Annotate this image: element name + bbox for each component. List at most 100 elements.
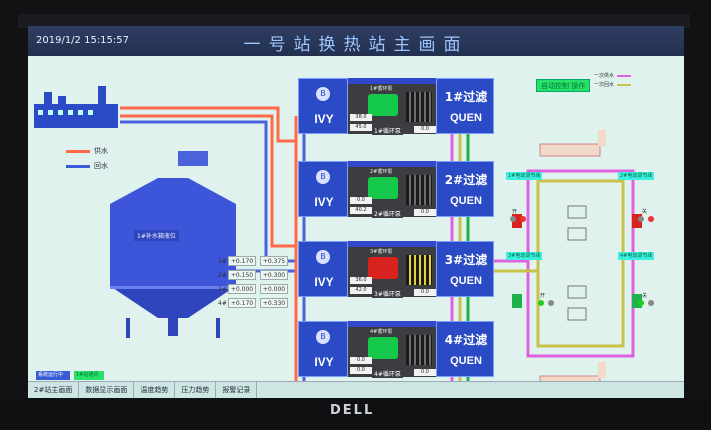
readout-label: 2# (218, 272, 227, 279)
station-value: 0.0 (350, 367, 372, 374)
heat-exchanger-icon (406, 175, 432, 205)
station-value: 38.0 (350, 114, 372, 121)
pump-tag: 2#循环泵 (370, 169, 393, 175)
station-badge-icon: B (316, 170, 330, 184)
valve-open-label: 开 (540, 293, 546, 299)
status-badge-system: 系统运行中 (36, 371, 70, 380)
monitor-bezel-bottom (0, 398, 711, 430)
station-value: 40.2 (350, 207, 372, 214)
readout-value: +0.000 (228, 284, 256, 294)
title-bar: 2019/1/2 15:15:57 一号站换热站主画面 (28, 26, 684, 56)
pump-motor-icon[interactable] (368, 257, 398, 279)
valve-close-indicator[interactable] (648, 216, 654, 222)
legend-supply: 供水 (94, 147, 108, 155)
filter-label: 4#过滤 (444, 333, 488, 347)
valve-close-label: 关 (642, 293, 648, 299)
readout-value: +0.170 (228, 256, 256, 266)
valve-open-label: 开 (512, 209, 518, 215)
station-2-ivy-panel[interactable]: B IVY (298, 161, 348, 217)
station-value: 0.0 (350, 357, 372, 364)
valve-close-indicator[interactable] (520, 216, 526, 222)
hmi-screen: 2019/1/2 15:15:57 一号站换热站主画面 (28, 26, 684, 398)
status-badge-comm: 1#站通讯 (74, 371, 104, 380)
station-1-filter-panel[interactable]: 1#过滤 QUEN (436, 78, 494, 134)
valve-open-indicator[interactable] (638, 216, 644, 222)
water-tank-icon (110, 151, 236, 338)
ivy-label: IVY (314, 355, 334, 369)
station-value: 0.0 (414, 289, 436, 296)
readout-label: 4# (218, 300, 227, 307)
valve-tag-1[interactable]: 1#电动调节阀 (506, 172, 543, 180)
valve-open-indicator[interactable] (638, 300, 644, 306)
station-value: 0.0 (350, 197, 372, 204)
station-badge-icon: B (316, 330, 330, 344)
heat-exchanger-icon (406, 255, 432, 285)
boiler-icon-top (539, 130, 606, 157)
pump-tag: 1#循环泵 (370, 86, 393, 92)
station-value: 0.0 (414, 126, 436, 133)
quen-label: QUEN (450, 195, 482, 207)
readout-value: +0.170 (228, 298, 256, 308)
filter-label: 1#过滤 (444, 90, 488, 104)
legend-primary-supply: 一次供水 (594, 73, 615, 79)
valve-tag-3[interactable]: 3#电动调节阀 (506, 252, 543, 260)
ivy-label: IVY (314, 195, 334, 209)
valve-close-indicator[interactable] (548, 300, 554, 306)
bottom-nav: 2#站主画面 数据显示画面 温度趋势 压力趋势 报警记录 (28, 381, 684, 398)
station-badge-icon: B (316, 250, 330, 264)
readout-value: +0.150 (228, 270, 256, 280)
pump-tag: 4#循环泵 (370, 329, 393, 335)
valve-open-indicator[interactable] (510, 216, 516, 222)
tank-label[interactable]: 1#补水箱液位 (134, 230, 179, 241)
nav-station-2[interactable]: 2#站主画面 (28, 381, 80, 398)
quen-label: QUEN (450, 112, 482, 124)
pump-tag: 3#循环泵 (370, 249, 393, 255)
legend-primary-return: 一次回水 (594, 82, 615, 88)
valve-tag-4[interactable]: 4#电动调节阀 (618, 252, 655, 260)
valve-close-label: 关 (642, 209, 648, 215)
brand-logo: DELL (330, 403, 375, 418)
valve-tag-2[interactable]: 2#电动调节阀 (618, 172, 655, 180)
pump-motor-icon[interactable] (368, 337, 398, 359)
station-value: 42.0 (350, 287, 372, 294)
pump-motor-icon[interactable] (368, 177, 398, 199)
nav-pressure-trend[interactable]: 压力趋势 (175, 381, 217, 398)
valve-icon-1 (512, 214, 522, 228)
station-badge-icon: B (316, 87, 330, 101)
quen-label: QUEN (450, 275, 482, 287)
station-value: 45.0 (350, 124, 372, 131)
pump-label: 2#循环泵 (372, 209, 403, 218)
auto-control-button[interactable]: 自动控制 操作 (536, 79, 591, 92)
readout-label: 3# (218, 286, 227, 293)
station-4-filter-panel[interactable]: 4#过滤 QUEN (436, 321, 494, 377)
nav-data-display[interactable]: 数据显示画面 (79, 381, 135, 398)
pump-motor-icon[interactable] (368, 94, 398, 116)
readout-value: +0.330 (260, 298, 288, 308)
valve-open-indicator[interactable] (538, 300, 544, 306)
loop-legend: 一次供水 一次回水 (594, 72, 632, 90)
station-value: 36.0 (350, 277, 372, 284)
ivy-label: IVY (314, 112, 334, 126)
valve-icon-3 (512, 294, 522, 308)
station-4-ivy-panel[interactable]: B IVY (298, 321, 348, 377)
page-title: 一号站换热站主画面 (243, 35, 469, 55)
valve-close-indicator[interactable] (648, 300, 654, 306)
factory-icon (34, 86, 118, 128)
pipe-legend: 供水 回水 (66, 146, 108, 176)
nav-alarm-log[interactable]: 报警记录 (216, 381, 258, 398)
heat-exchanger-icon (406, 335, 432, 365)
station-1-ivy-panel[interactable]: B IVY (298, 78, 348, 134)
datetime: 2019/1/2 15:15:57 (36, 35, 130, 46)
quen-label: QUEN (450, 355, 482, 367)
monitor-bezel-top (18, 14, 690, 28)
readout-value: +0.375 (260, 256, 288, 266)
nav-temp-trend[interactable]: 温度趋势 (134, 381, 176, 398)
